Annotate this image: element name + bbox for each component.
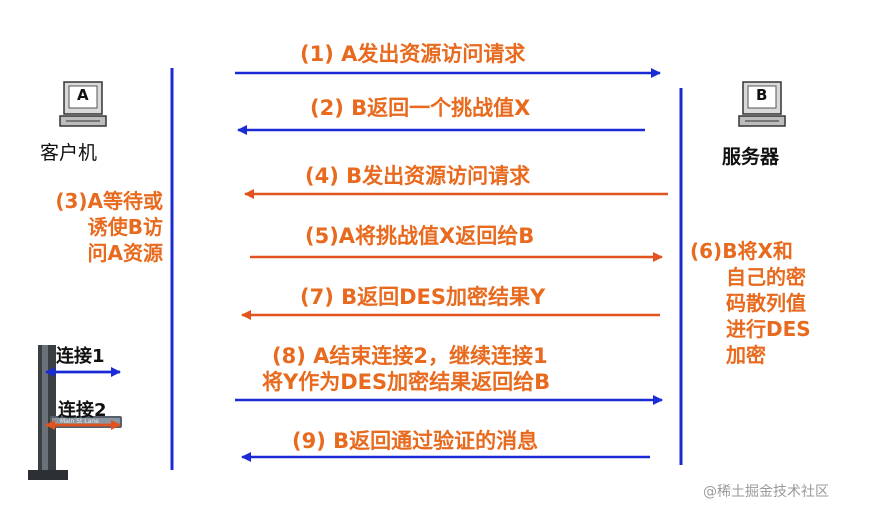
street-sign-text: Main St Lane <box>60 418 99 425</box>
step-1-label: (1) A发出资源访问请求 <box>300 42 526 66</box>
client-computer-icon: A <box>58 80 108 130</box>
step-4-label: (4) B发出资源访问请求 <box>305 164 531 188</box>
watermark: @稀土掘金技术社区 <box>703 484 829 500</box>
client-label: 客户机 <box>40 142 98 164</box>
server-note-line-4: 进行DES <box>726 317 811 341</box>
server-label: 服务器 <box>722 146 780 168</box>
server-note-line-3: 码散列值 <box>726 291 806 315</box>
step-9-label: (9) B返回通过验证的消息 <box>292 429 539 453</box>
client-note-line-2: 诱使B访 <box>87 215 163 239</box>
client-note-line-3: 问A资源 <box>87 241 163 265</box>
server-screen-letter: B <box>756 86 768 104</box>
server-note-line-2: 自己的密 <box>726 265 806 289</box>
client-note: (3)A等待或 诱使B访 问A资源 <box>33 188 163 266</box>
step-7-label: (7) B返回DES加密结果Y <box>300 285 546 309</box>
server-note-line-1: (6)B将X和 <box>690 239 793 263</box>
connection-2-label: 连接2 <box>58 400 107 421</box>
step-8-label: (8) A结束连接2，继续连接1 <box>272 344 548 368</box>
server-computer-icon: B <box>737 80 787 130</box>
step-8-label-line2: 将Y作为DES加密结果返回给B <box>262 370 551 394</box>
server-note: (6)B将X和 自己的密 码散列值 进行DES 加密 <box>690 238 820 368</box>
client-screen-letter: A <box>77 86 89 104</box>
step-2-label: (2) B返回一个挑战值X <box>310 96 531 120</box>
server-note-line-5: 加密 <box>726 343 766 367</box>
client-note-line-1: (3)A等待或 <box>55 189 163 213</box>
step-5-label: (5)A将挑战值X返回给B <box>305 224 535 248</box>
connection-1-label: 连接1 <box>56 346 105 367</box>
